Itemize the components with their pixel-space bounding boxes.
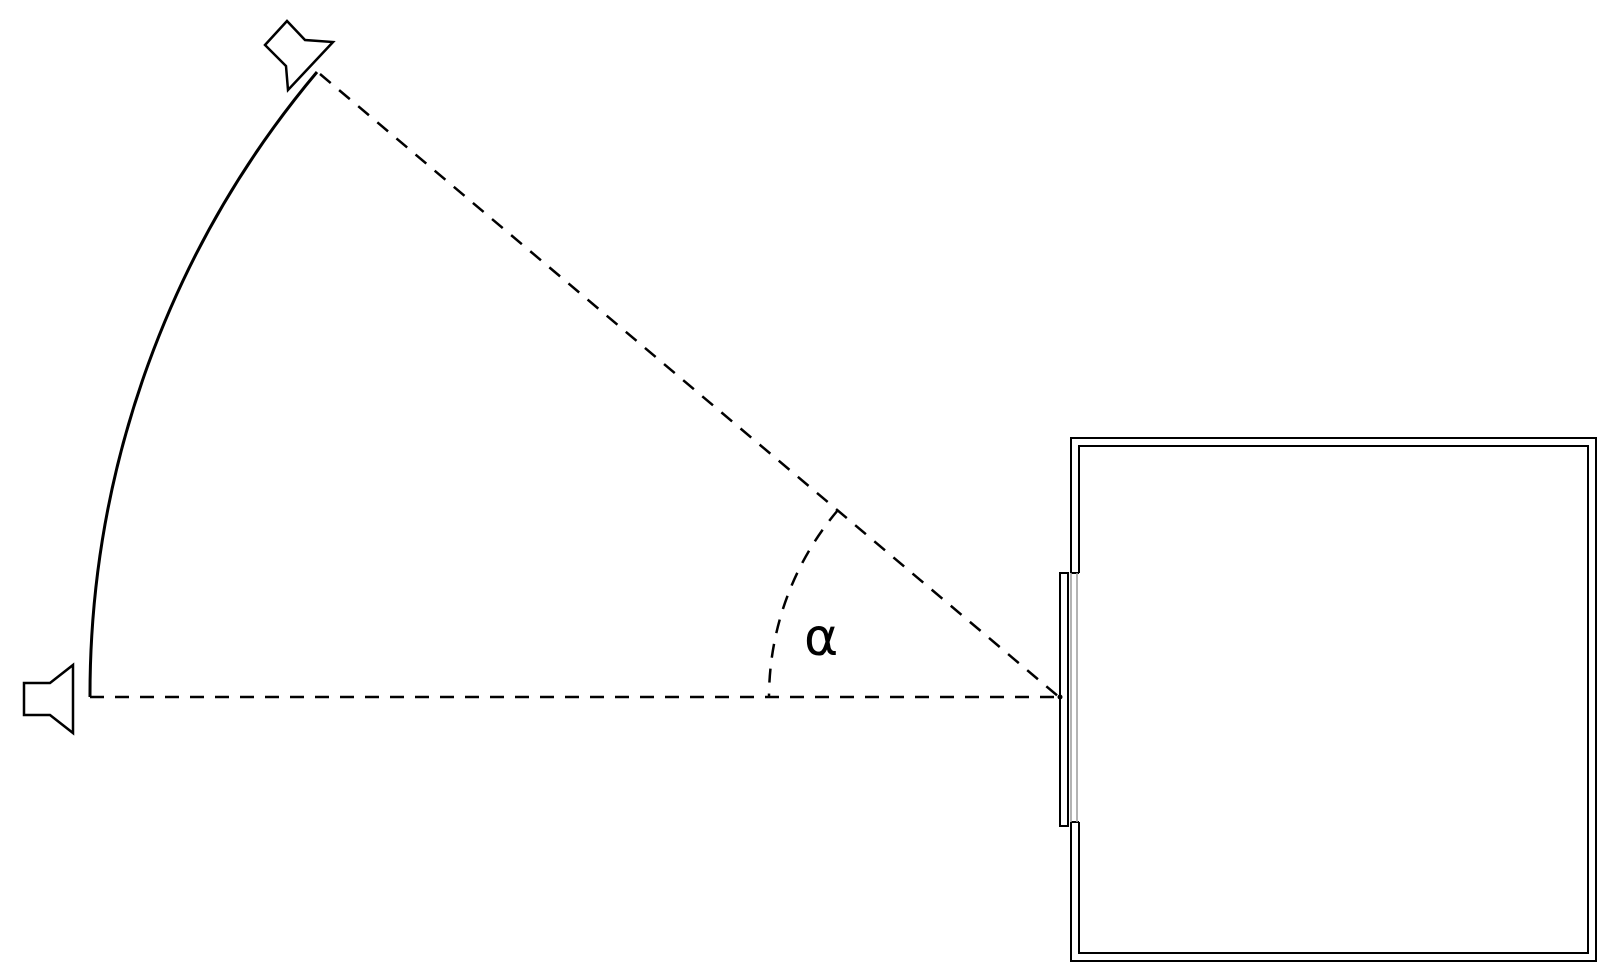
test-opening-panel	[1059, 572, 1078, 827]
angle-alpha-label: α	[804, 608, 838, 668]
angled-speaker-icon	[263, 19, 336, 93]
horizontal-speaker-icon	[22, 662, 75, 736]
angle-alpha-arc	[767, 509, 839, 698]
speaker-rotation-arc	[88, 71, 319, 698]
measurement-room	[1070, 437, 1597, 962]
measurement-point	[1057, 694, 1063, 700]
angled-sound-path-line	[319, 73, 1060, 698]
